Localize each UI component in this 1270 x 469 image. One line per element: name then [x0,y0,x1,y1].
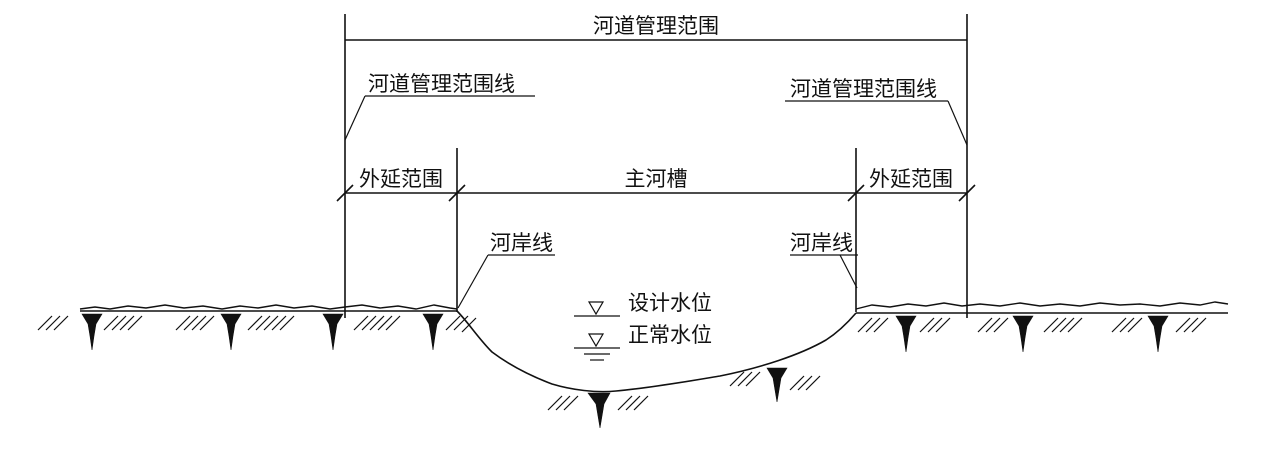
management-line-leader-right [785,100,968,146]
management-line-left-label: 河道管理范围线 [368,72,515,96]
management-line-right-label: 河道管理范围线 [790,77,937,101]
normal-water-level-label: 正常水位 [628,323,712,347]
management-range-label: 河道管理范围 [593,14,719,38]
bank-line-leader-right [790,254,858,289]
extension-left-label: 外延范围 [359,167,443,191]
design-water-level-symbol [574,301,620,317]
normal-water-level-symbol [574,333,620,361]
ground-profile [79,301,1229,393]
management-line-leader-left [344,95,535,141]
bank-line-leader-left [457,254,555,309]
design-water-level-label: 设计水位 [628,291,712,315]
extension-right-label: 外延范围 [869,167,953,191]
ground-hatching [37,315,1207,411]
bank-line-left-label: 河岸线 [490,231,553,255]
bank-line-right-label: 河岸线 [790,231,853,255]
ground-root-symbols [81,313,1169,429]
channel-dimension [336,148,976,312]
main-channel-label: 主河槽 [625,167,688,191]
management-range-dimension [344,14,968,318]
